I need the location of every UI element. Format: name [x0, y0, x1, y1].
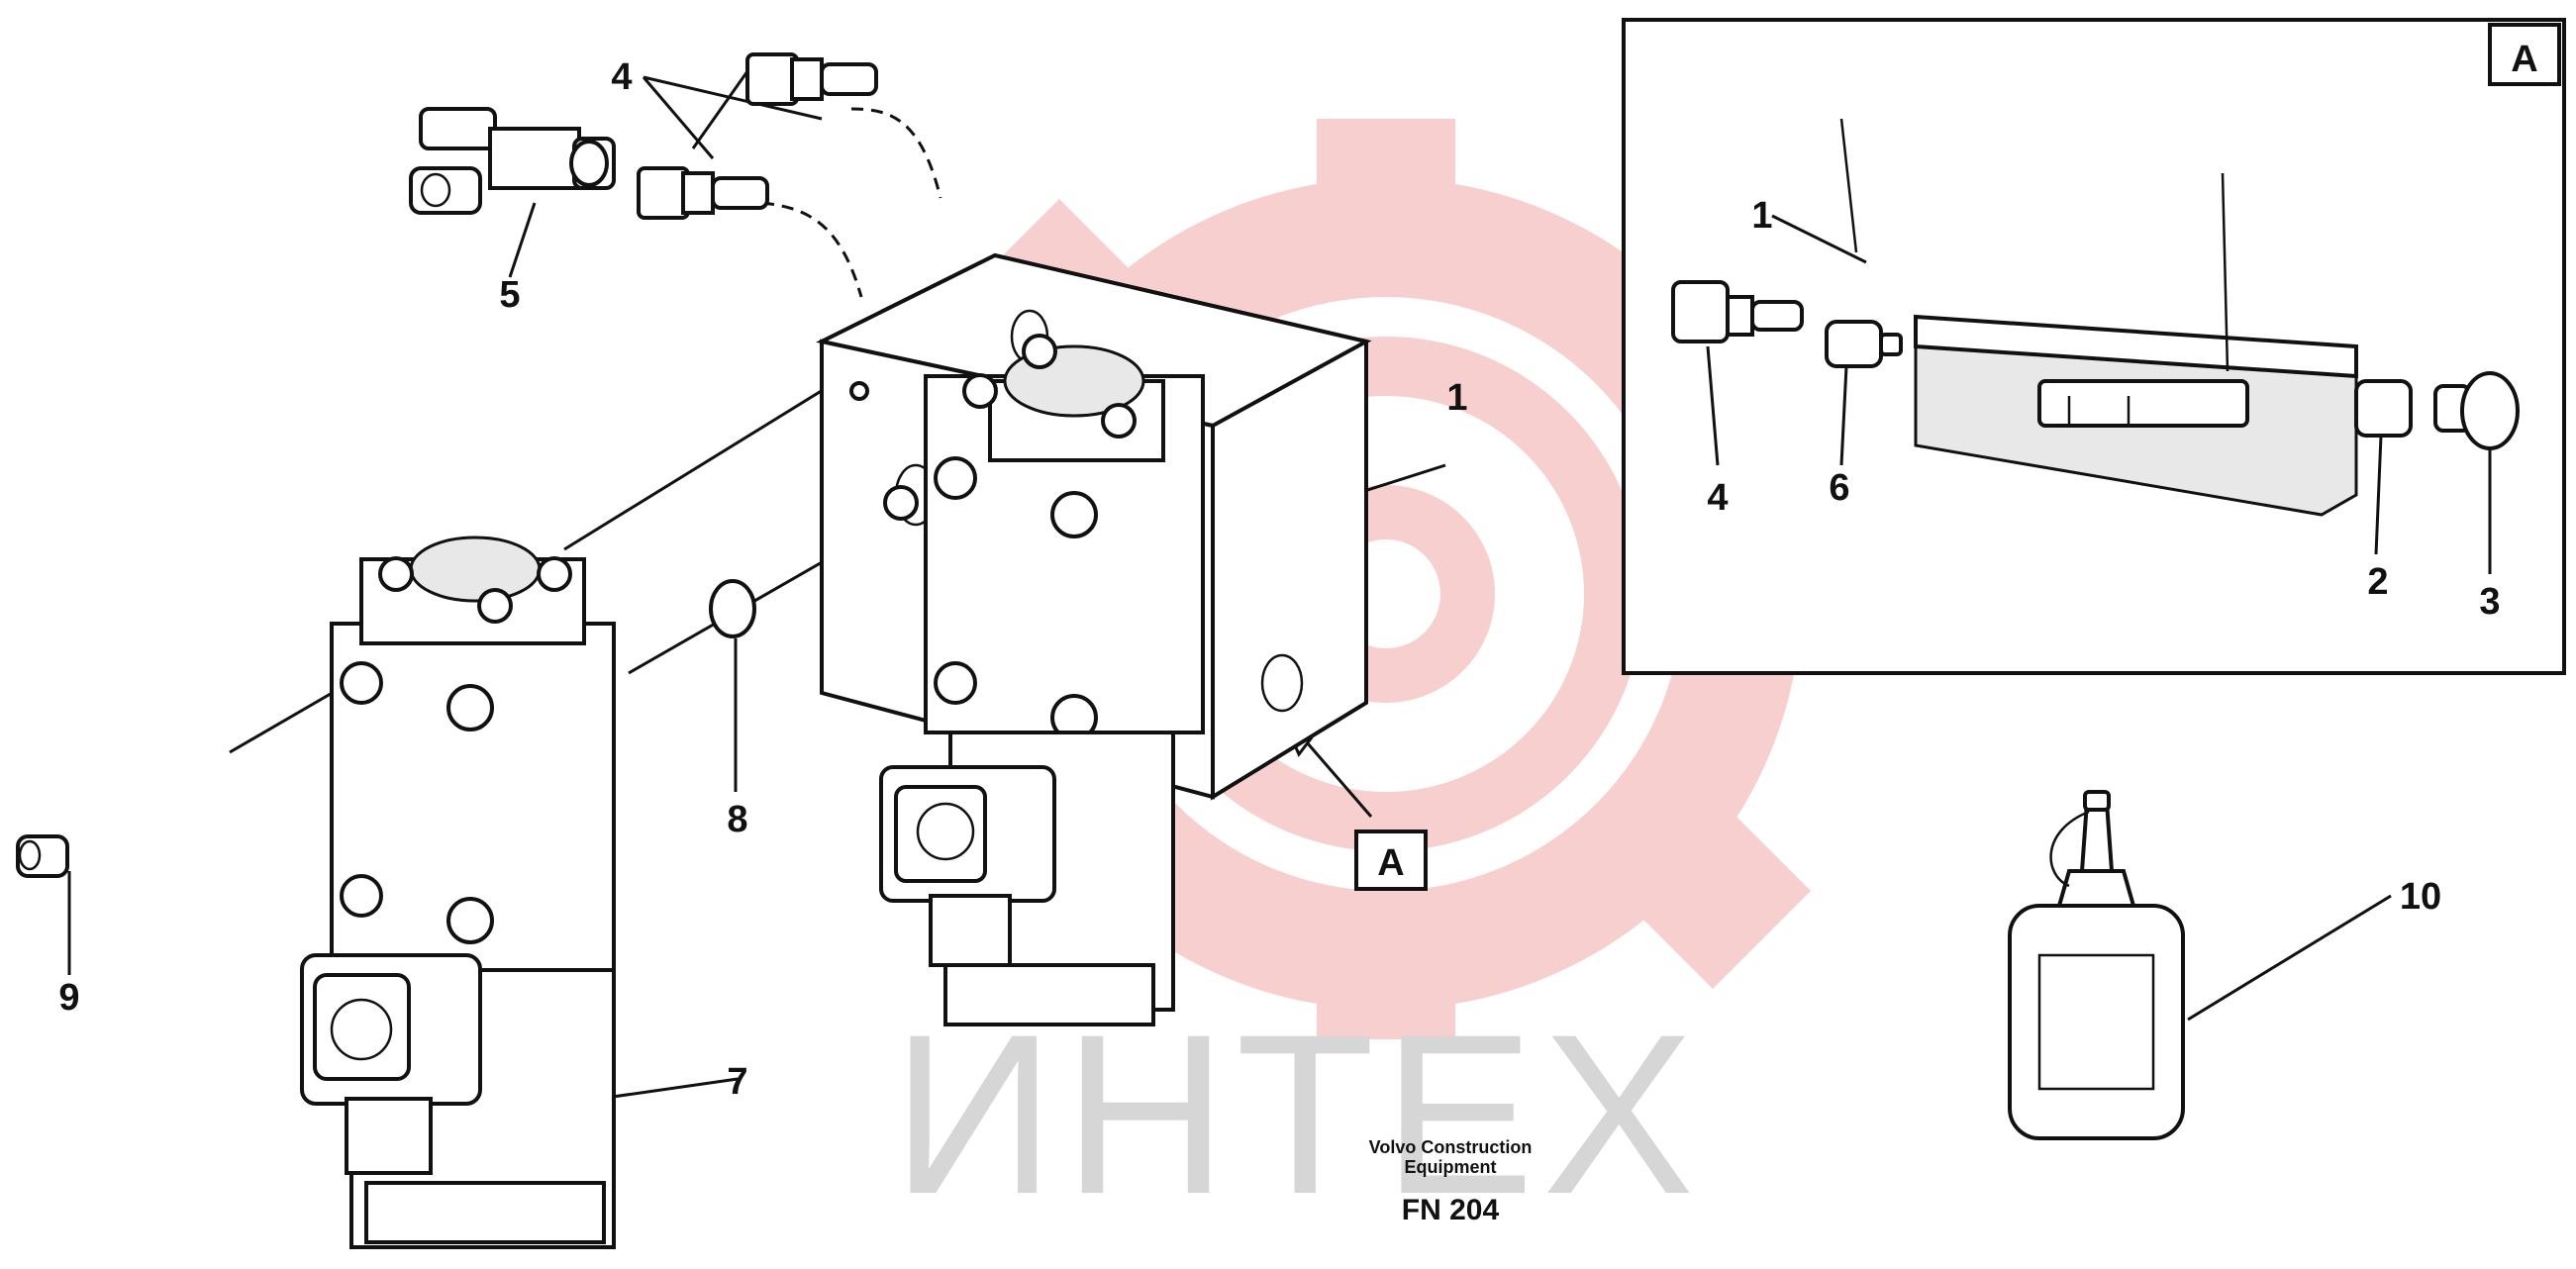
callout-1: 1	[1446, 377, 1467, 419]
caption-manufacturer-line1: Volvo Construction	[1369, 1137, 1533, 1157]
detail-plug-part-3	[2433, 371, 2520, 450]
callout-8: 8	[727, 799, 747, 840]
o-ring-part-8	[709, 579, 756, 638]
valve-block-part-1	[815, 252, 1372, 1026]
callout-7: 7	[727, 1061, 747, 1103]
caption-manufacturer-line2: Equipment	[1405, 1157, 1497, 1177]
callout-5: 5	[499, 274, 520, 316]
callout-4: 4	[611, 56, 632, 98]
view-reference-a: A	[1354, 830, 1428, 891]
svg-text:A: A	[1377, 842, 1404, 884]
detail-callout-2: 2	[2367, 561, 2388, 603]
callout-10: 10	[2400, 876, 2441, 918]
screw-part-9	[16, 762, 208, 878]
caption-figure-code: FN 204	[1402, 1194, 1500, 1226]
watermark-text: ИНТЕХ	[892, 987, 1703, 1241]
detail-callout-6: 6	[1829, 467, 1849, 509]
nipple-fitting-part-4a	[745, 52, 878, 106]
detail-view-title: A	[2511, 39, 2537, 80]
detail-view-a: A 1 4 6 2 3	[1622, 18, 2566, 675]
detail-fitting-part-4	[1671, 280, 1804, 343]
detail-insert-part-6	[1825, 320, 1903, 368]
detail-plug-part-2	[2354, 379, 2413, 438]
tee-fitting-part-5	[409, 107, 616, 215]
detail-callout-1: 1	[1751, 195, 1772, 237]
detail-callout-3: 3	[2479, 581, 2500, 623]
solenoid-valve-part-7	[300, 536, 616, 1249]
nipple-fitting-part-4b	[637, 166, 769, 220]
callout-9: 9	[58, 977, 79, 1019]
detail-callout-4: 4	[1707, 477, 1728, 519]
adhesive-bottle-part-10	[2008, 790, 2185, 1140]
